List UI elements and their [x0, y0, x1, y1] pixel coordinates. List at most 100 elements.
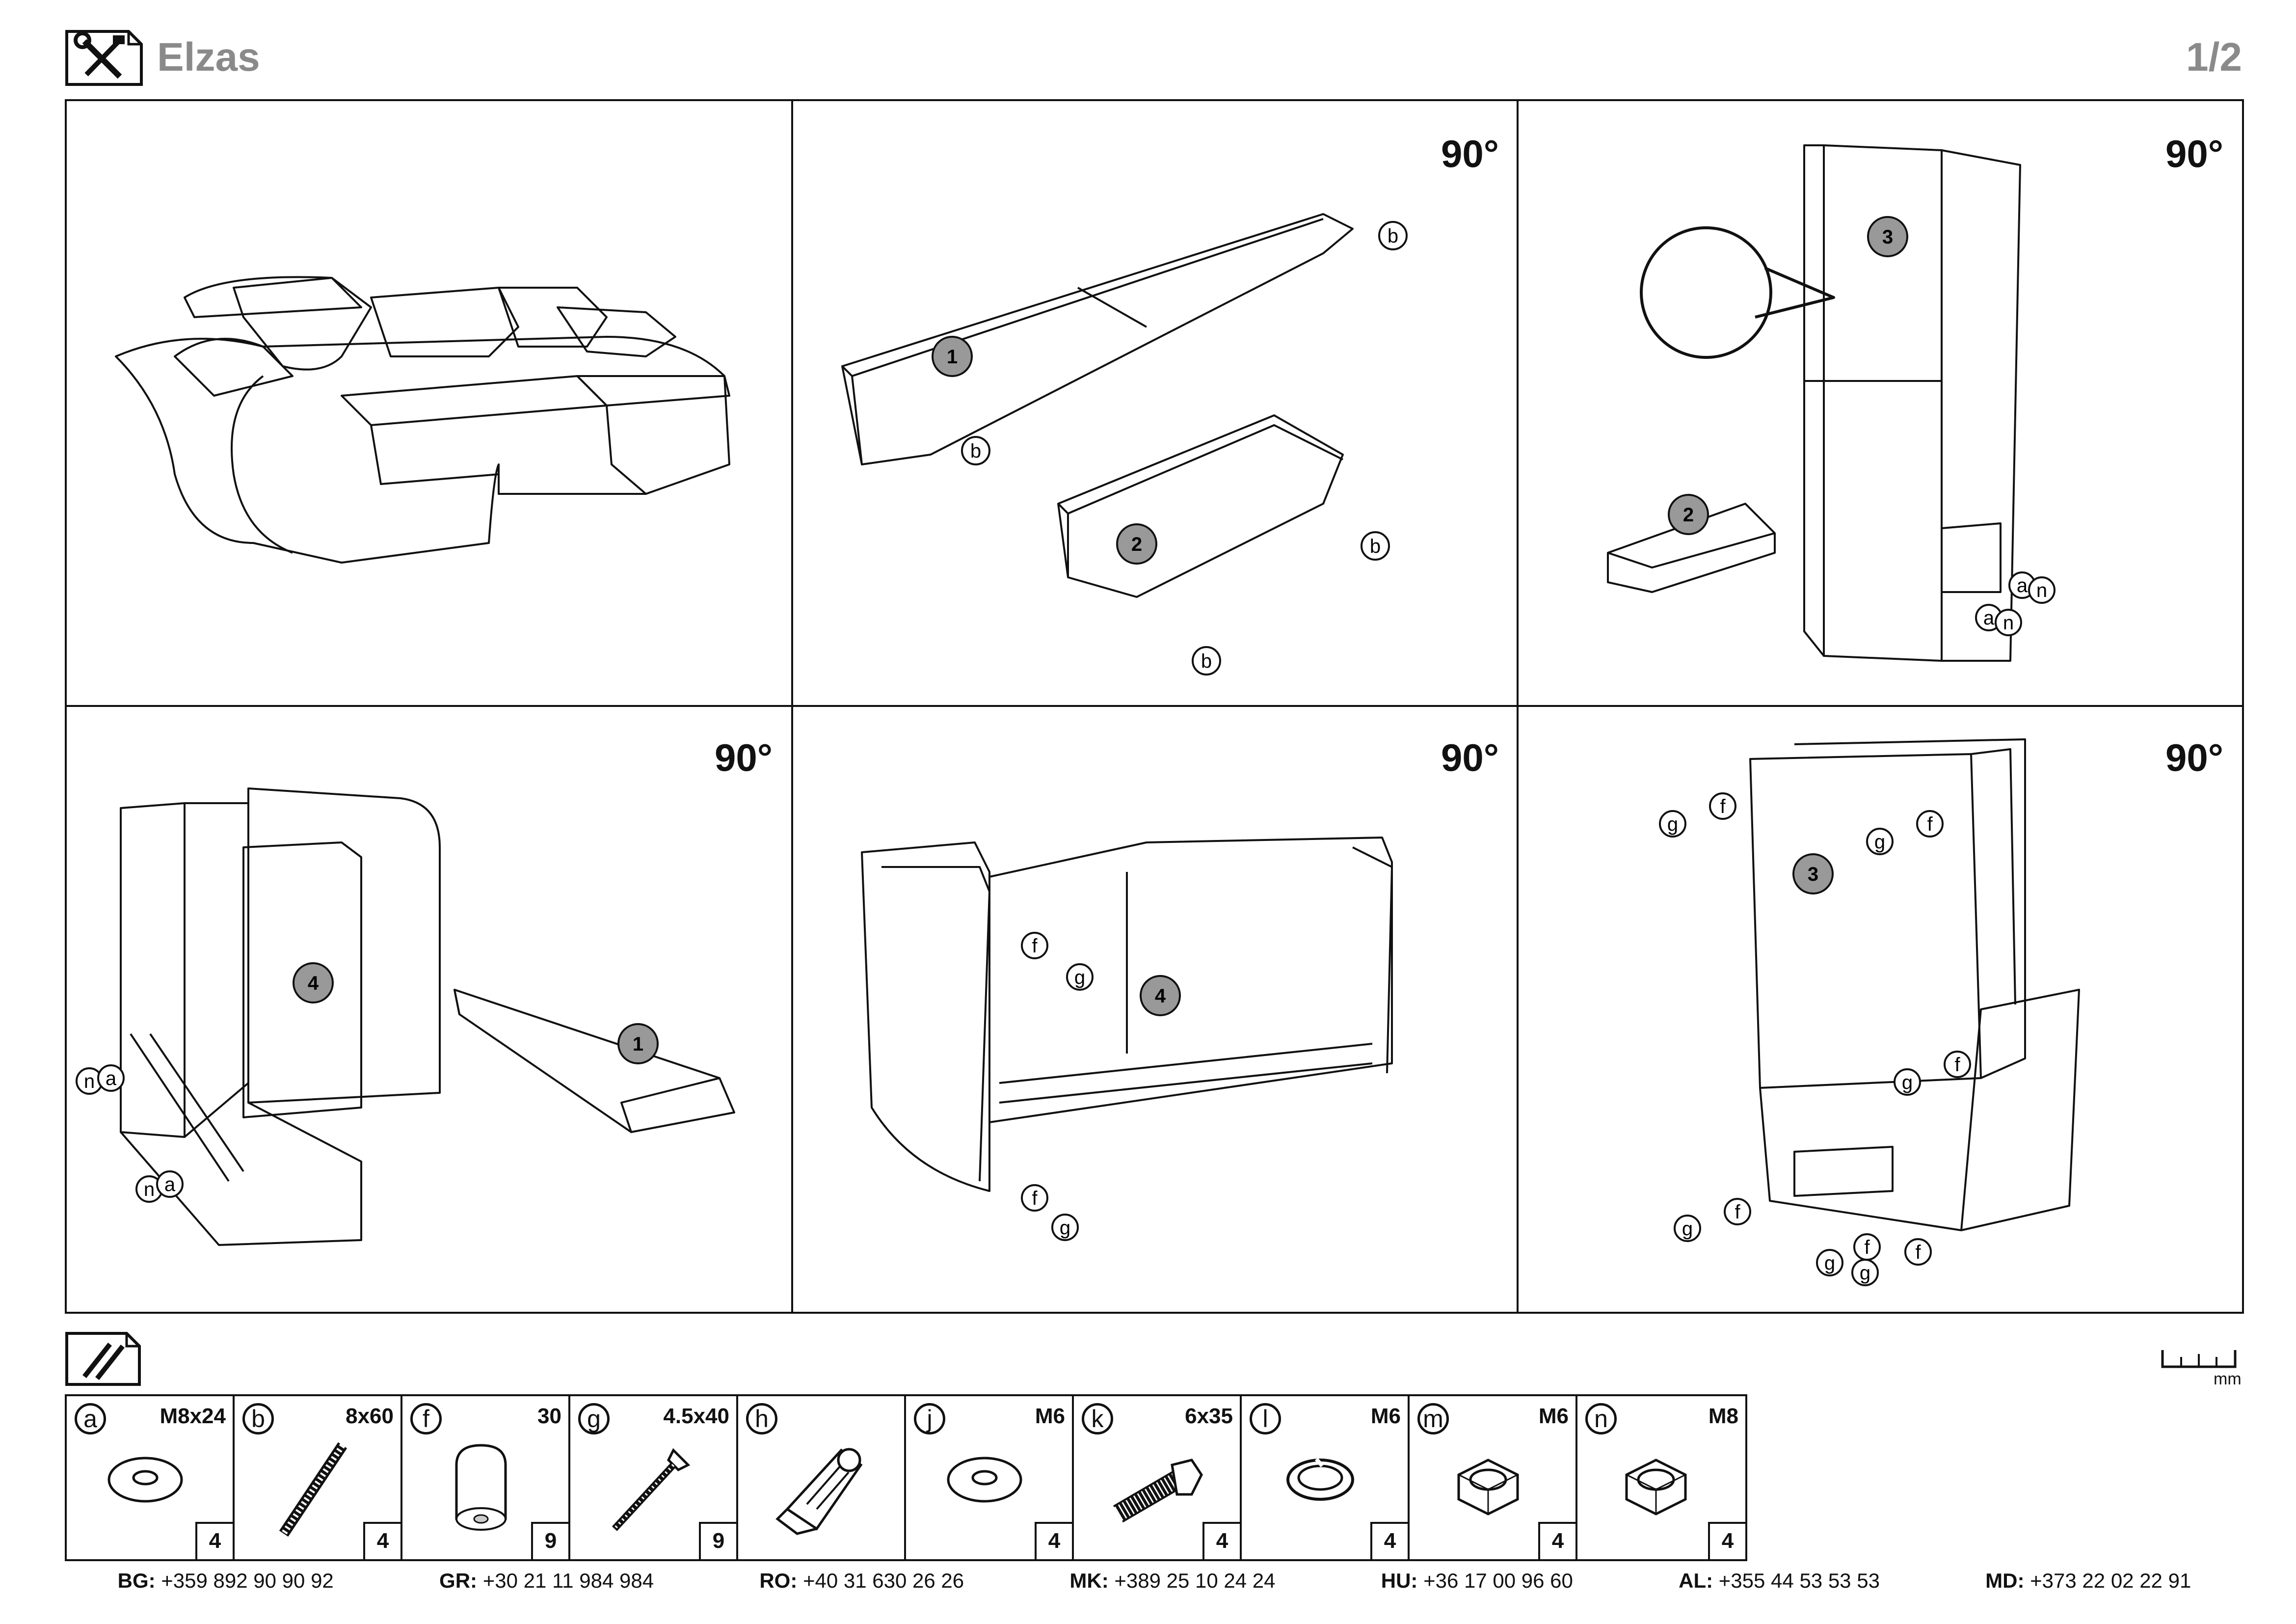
svg-text:g: g [1060, 1217, 1070, 1239]
svg-text:g: g [1902, 1072, 1913, 1093]
svg-text:1: 1 [947, 346, 958, 368]
part-j: j M6 4 [906, 1396, 1074, 1559]
contact-gr: GR: +30 21 11 984 984 [439, 1569, 654, 1592]
svg-text:n: n [2036, 580, 2047, 601]
svg-text:a: a [164, 1174, 176, 1195]
svg-text:2: 2 [1683, 504, 1694, 526]
svg-text:g: g [1667, 813, 1678, 835]
svg-text:f: f [1927, 813, 1933, 835]
part-letter: g [578, 1403, 610, 1435]
tools-icon [65, 29, 143, 89]
contact-hu: HU: +36 17 00 96 60 [1381, 1569, 1573, 1592]
washer-icon [107, 1457, 183, 1503]
foot-icon [455, 1444, 507, 1531]
part-l: l M6 4 [1242, 1396, 1410, 1559]
svg-text:b: b [1388, 225, 1398, 247]
page-title: Elzas [157, 35, 260, 80]
contact-ro: RO: +40 31 630 26 26 [759, 1569, 964, 1592]
part-letter: n [1585, 1403, 1617, 1435]
part-letter: b [242, 1403, 274, 1435]
support-contacts: BG: +359 892 90 90 92 GR: +30 21 11 984 … [65, 1569, 2244, 1598]
part-letter: m [1417, 1403, 1449, 1435]
svg-text:b: b [1201, 650, 1212, 672]
part-qty: 9 [531, 1522, 568, 1559]
rotate-90-label: 90° [715, 736, 773, 779]
svg-text:f: f [1864, 1237, 1870, 1258]
part-size: 30 [537, 1404, 561, 1428]
svg-text:f: f [1032, 935, 1038, 957]
svg-text:a: a [1983, 607, 1995, 629]
part-m: m M6 4 [1410, 1396, 1577, 1559]
part-size: M6 [1035, 1404, 1065, 1428]
part-g: g 4.5x40 9 [570, 1396, 738, 1559]
svg-text:f: f [1915, 1242, 1921, 1263]
part-qty: 4 [1035, 1522, 1072, 1559]
bolt-icon [1113, 1459, 1203, 1523]
svg-text:a: a [2017, 575, 2028, 596]
part-h: h [738, 1396, 906, 1559]
svg-text:b: b [1370, 536, 1381, 557]
part-letter: h [746, 1403, 777, 1435]
part-letter: a [75, 1403, 106, 1435]
rotate-90-label: 90° [1441, 132, 1499, 175]
part-letter: k [1082, 1403, 1113, 1435]
part-b: b 8x60 4 [235, 1396, 402, 1559]
svg-text:a: a [106, 1068, 117, 1089]
svg-text:g: g [1682, 1218, 1693, 1240]
part-qty: 9 [699, 1522, 736, 1559]
nut-icon [1625, 1459, 1687, 1516]
bracket-icon [775, 1448, 863, 1535]
svg-text:f: f [1954, 1054, 1960, 1076]
part-n: n M8 4 [1577, 1396, 1745, 1559]
screw-icon [612, 1448, 691, 1531]
part-qty: 4 [1370, 1522, 1408, 1559]
nut-icon [1457, 1459, 1519, 1516]
threaded-rod-icon [279, 1442, 347, 1537]
contact-al: AL: +355 44 53 53 53 [1679, 1569, 1880, 1592]
washer-icon [947, 1457, 1022, 1503]
part-size: M8x24 [160, 1404, 226, 1428]
assembly-steps-grid: 1 2 3 2 4 1 4 3 b b b b a n a n n [65, 99, 2244, 1314]
assembly-illustrations: 1 2 3 2 4 1 4 3 b b b b a n a n n [67, 101, 2242, 1312]
svg-text:g: g [1860, 1262, 1870, 1284]
svg-text:4: 4 [308, 973, 319, 994]
part-a: a M8x24 4 [67, 1396, 235, 1559]
part-letter: l [1250, 1403, 1281, 1435]
svg-text:1: 1 [633, 1033, 643, 1055]
part-qty: 4 [1202, 1522, 1240, 1559]
part-qty: 4 [195, 1522, 233, 1559]
svg-text:g: g [1824, 1252, 1835, 1274]
svg-text:n: n [2003, 612, 2014, 634]
svg-text:f: f [1032, 1188, 1038, 1209]
svg-text:f: f [1720, 796, 1726, 817]
ruler-unit: mm [2214, 1370, 2242, 1388]
contact-md: MD: +373 22 02 22 91 [1985, 1569, 2191, 1592]
contact-bg: BG: +359 892 90 90 92 [117, 1569, 334, 1592]
part-qty: 4 [1538, 1522, 1575, 1559]
rotate-90-label: 90° [2165, 132, 2223, 175]
ruler-mm-icon: mm [2160, 1345, 2242, 1392]
part-size: 4.5x40 [663, 1404, 729, 1428]
part-letter: j [914, 1403, 945, 1435]
part-size: M6 [1538, 1404, 1569, 1428]
hardware-icon [65, 1331, 141, 1389]
svg-text:3: 3 [1882, 226, 1893, 248]
svg-text:b: b [970, 440, 981, 462]
contact-mk: MK: +389 25 10 24 24 [1069, 1569, 1276, 1592]
part-k: k 6x35 4 [1074, 1396, 1242, 1559]
svg-text:g: g [1874, 831, 1885, 853]
svg-text:f: f [1735, 1201, 1740, 1223]
part-f: f 30 9 [402, 1396, 570, 1559]
page-number: 1/2 [2186, 35, 2242, 80]
hardware-table: a M8x24 4 b 8x60 4 f 30 9 g 4.5x40 [65, 1394, 1747, 1561]
svg-text:n: n [84, 1071, 95, 1092]
split-washer-icon [1286, 1458, 1354, 1501]
svg-text:n: n [144, 1179, 155, 1200]
part-qty: 4 [1708, 1522, 1745, 1559]
part-size: 6x35 [1185, 1404, 1233, 1428]
part-size: 8x60 [346, 1404, 394, 1428]
part-size: M8 [1708, 1404, 1738, 1428]
part-size: M6 [1370, 1404, 1401, 1428]
svg-text:4: 4 [1155, 985, 1166, 1007]
svg-text:3: 3 [1808, 864, 1818, 885]
